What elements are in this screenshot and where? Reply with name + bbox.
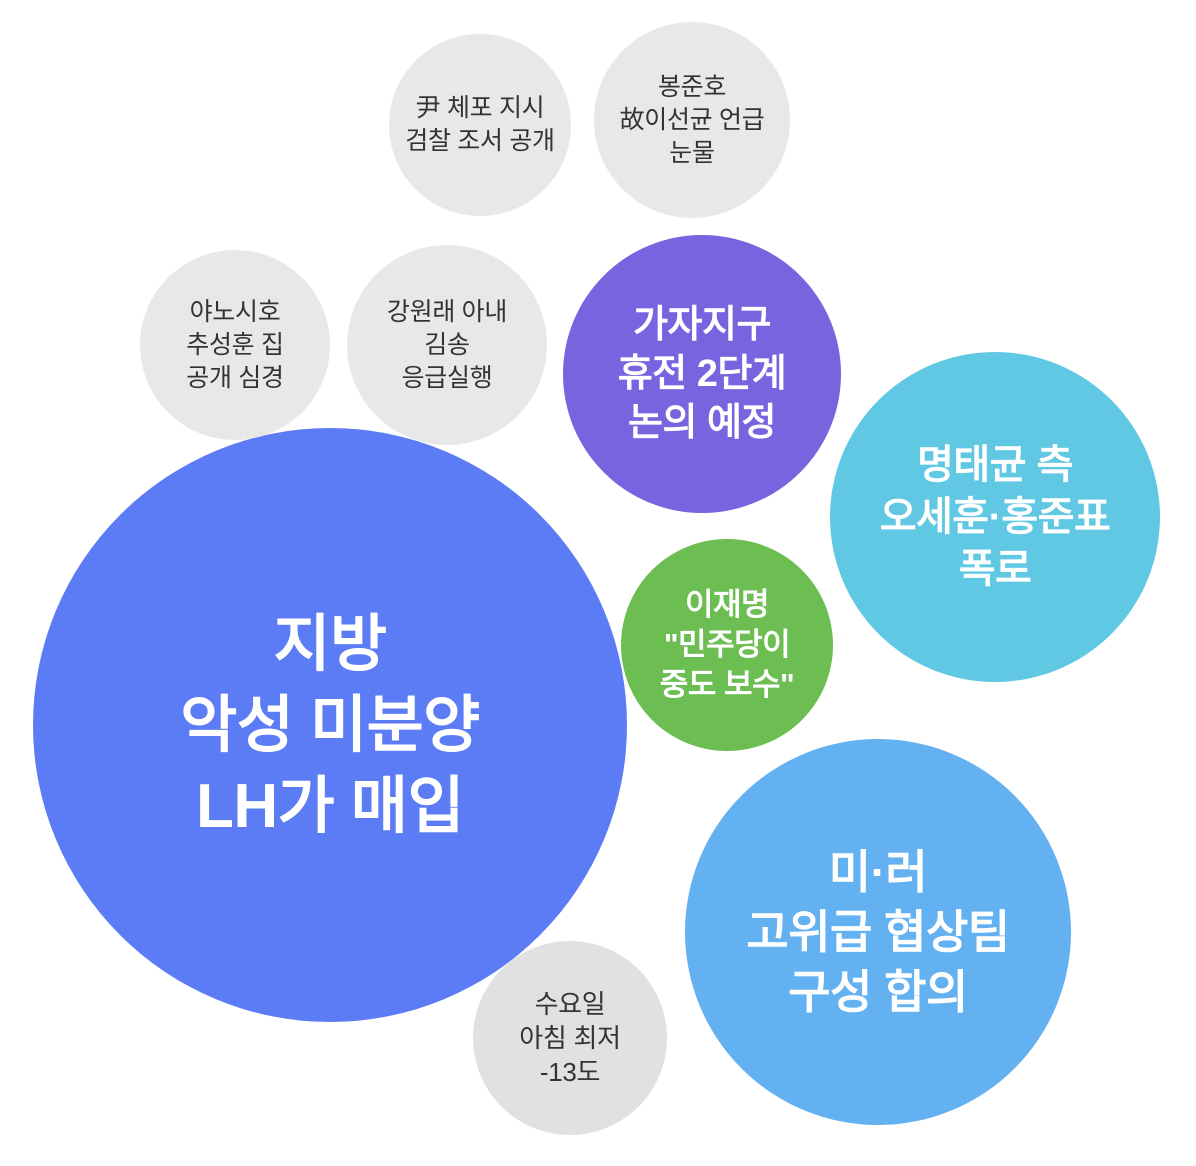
bubble-kangwonrae[interactable]: 강원래 아내 김송 응급실행	[347, 245, 547, 445]
bubble-yanoshiho[interactable]: 야노시호 추성훈 집 공개 심경	[140, 250, 330, 440]
bubble-label-yanoshiho: 야노시호 추성훈 집 공개 심경	[186, 297, 284, 392]
bubble-lh-unsold[interactable]: 지방 악성 미분양 LH가 매입	[33, 428, 627, 1022]
bubble-myung-taegyun[interactable]: 명태균 측 오세훈·홍준표 폭로	[830, 352, 1160, 682]
bubble-label-gaza-ceasefire: 가자지구 휴전 2단계 논의 예정	[617, 303, 787, 444]
bubble-label-myung-taegyun: 명태균 측 오세훈·홍준표 폭로	[879, 443, 1111, 591]
bubble-lee-jaemyung[interactable]: 이재명 "민주당이 중도 보수"	[621, 539, 833, 751]
bubble-label-yun-arrest: 尹 체포 지시 검찰 조서 공개	[405, 94, 555, 155]
bubble-label-wednesday-low: 수요일 아침 최저 -13도	[519, 989, 621, 1087]
bubble-label-kangwonrae: 강원래 아내 김송 응급실행	[386, 297, 508, 392]
bubble-label-lee-jaemyung: 이재명 "민주당이 중도 보수"	[659, 587, 795, 702]
bubble-us-russia-talks[interactable]: 미·러 고위급 협상팀 구성 합의	[685, 739, 1071, 1125]
bubble-gaza-ceasefire[interactable]: 가자지구 휴전 2단계 논의 예정	[563, 235, 841, 513]
bubble-yun-arrest[interactable]: 尹 체포 지시 검찰 조서 공개	[389, 34, 571, 216]
bubble-label-bong-joonho: 봉준호 故이선균 언급 눈물	[619, 72, 765, 167]
bubble-bong-joonho[interactable]: 봉준호 故이선균 언급 눈물	[594, 22, 790, 218]
bubble-label-lh-unsold: 지방 악성 미분양 LH가 매입	[180, 609, 480, 841]
bubble-label-us-russia-talks: 미·러 고위급 협상팀 구성 합의	[746, 846, 1010, 1018]
bubble-wednesday-low[interactable]: 수요일 아침 최저 -13도	[473, 941, 667, 1135]
